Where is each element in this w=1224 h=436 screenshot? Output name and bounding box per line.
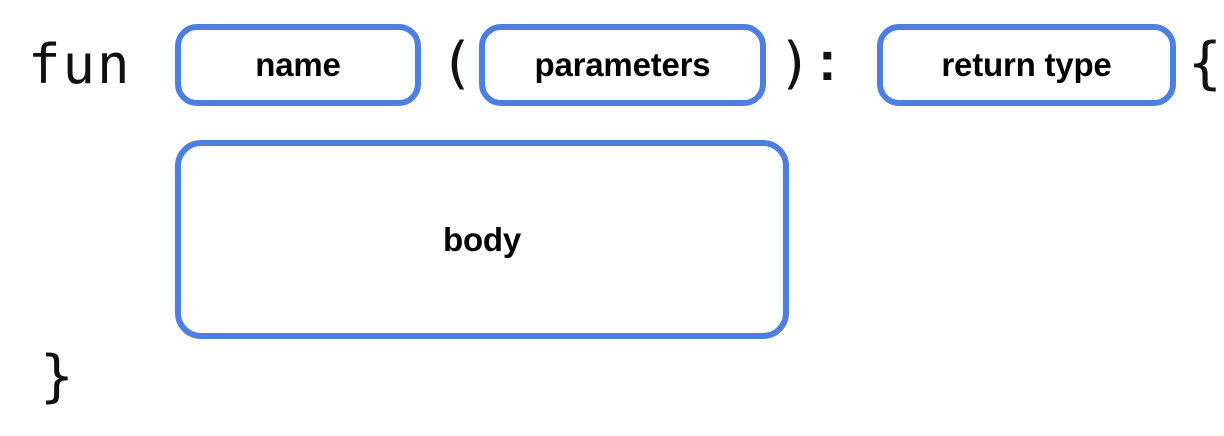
return-type-slot[interactable]: return type [877,24,1176,106]
colon-token: : [818,29,837,92]
return-type-slot-label: return type [941,46,1112,83]
name-slot[interactable]: name [175,24,421,106]
open-brace-token: { [1188,31,1222,96]
parameters-slot-label: parameters [534,46,711,83]
body-slot-label: body [442,220,522,258]
close-brace-token: } [40,344,74,409]
open-paren-token: ( [440,31,474,96]
parameters-slot[interactable]: parameters [479,24,766,106]
name-slot-label: name [255,46,341,83]
body-slot[interactable]: body [175,140,789,339]
fun-keyword: fun [28,33,132,96]
close-paren-token: ) [778,31,812,96]
